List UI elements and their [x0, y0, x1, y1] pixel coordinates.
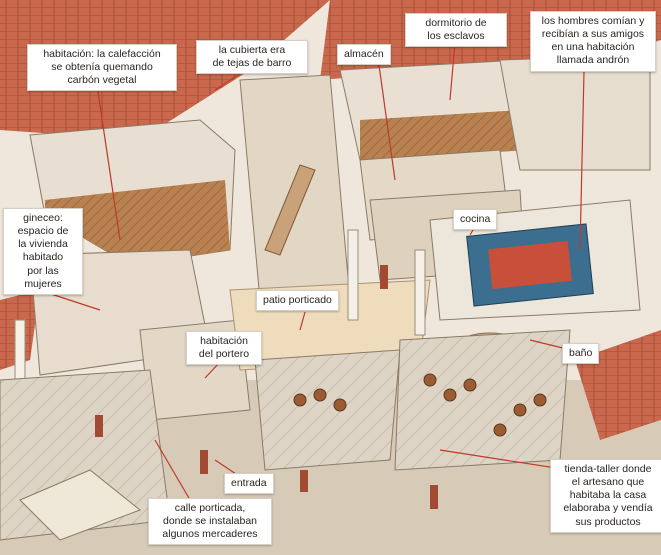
label-entrada: entrada — [224, 473, 274, 495]
pottery-jars — [293, 373, 547, 437]
label-almacen: almacén — [337, 44, 391, 66]
workshop-left — [254, 349, 401, 471]
andron-rug-inner — [488, 240, 572, 290]
label-calefaccion: habitación: la calefacción se obtenía qu… — [27, 44, 177, 92]
upper-left-floor — [45, 180, 230, 265]
label-cubierta: la cubierta era de tejas de barro — [196, 40, 308, 75]
label-andron: los hombres comían y recibían a sus amig… — [530, 11, 656, 72]
label-dormitorio: dormitorio de los esclavos — [405, 13, 507, 48]
label-patio: patio porticado — [256, 290, 339, 312]
label-gineceo: gineceo: espacio de la vivienda habitado… — [3, 208, 83, 295]
staircase — [264, 164, 316, 256]
market-canopy — [19, 469, 141, 541]
andron-upper — [499, 54, 651, 171]
column-2 — [414, 249, 426, 336]
slave-dorm-floor — [360, 110, 520, 160]
label-portero: habitación del portero — [186, 331, 262, 366]
column-1 — [347, 229, 359, 321]
label-cocina: cocina — [453, 209, 498, 231]
label-tienda: tienda-taller donde el artesano que habi… — [550, 459, 661, 533]
label-calle: calle porticada, donde se instalaban alg… — [148, 498, 272, 546]
pointer-lines — [44, 41, 585, 506]
label-bano: baño — [562, 343, 600, 365]
